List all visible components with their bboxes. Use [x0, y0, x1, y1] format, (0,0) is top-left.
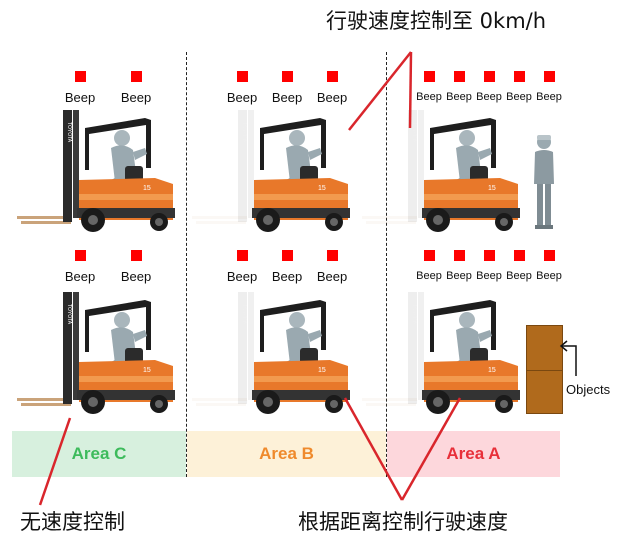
- pointer-caption-to-a: [408, 51, 413, 129]
- beep-label: Beep: [316, 269, 348, 284]
- beep-indicator: Beep: [439, 71, 479, 104]
- beep-indicator: Beep: [60, 71, 100, 105]
- forklift-graphic: TOYOTA 15: [17, 292, 175, 414]
- svg-text:TOYOTA: TOYOTA: [66, 304, 72, 325]
- beep-marker: [236, 250, 248, 261]
- beep-label: Beep: [446, 91, 472, 103]
- beep-marker: [453, 71, 465, 82]
- beep-marker: [423, 71, 435, 82]
- beep-indicator: Beep: [469, 250, 509, 283]
- pointer-distance-to-b: [343, 397, 404, 501]
- caption-speed-to-zero: 行驶速度控制至 0km/h: [326, 9, 547, 33]
- beep-indicator: Beep: [116, 250, 156, 284]
- beep-indicator: Beep: [267, 71, 307, 105]
- forklift-graphic: TOYOTA 15: [362, 110, 520, 232]
- beep-marker: [453, 250, 465, 261]
- divider-c-b: [186, 52, 187, 477]
- beep-label: Beep: [120, 90, 152, 105]
- caption-distance-speed-control: 根据距离控制行驶速度: [298, 510, 508, 534]
- object-box-bottom: [526, 370, 563, 414]
- area-c-bar: Area C: [12, 431, 186, 477]
- beep-marker: [543, 250, 555, 261]
- svg-text:TOYOTA: TOYOTA: [241, 304, 247, 325]
- svg-text:15: 15: [318, 185, 326, 192]
- pedestrian-figure: [534, 135, 554, 229]
- beep-label: Beep: [476, 270, 502, 282]
- beep-indicator: Beep: [222, 71, 262, 105]
- area-b-bar: Area B: [187, 431, 386, 477]
- svg-text:TOYOTA: TOYOTA: [66, 122, 72, 143]
- beep-indicator: Beep: [439, 250, 479, 283]
- beep-marker: [543, 71, 555, 82]
- beep-label: Beep: [64, 269, 96, 284]
- beep-label: Beep: [120, 269, 152, 284]
- beep-indicator: Beep: [312, 71, 352, 105]
- beep-marker: [281, 71, 293, 82]
- area-b-label: Area B: [259, 444, 314, 463]
- pointer-no-control: [38, 417, 72, 506]
- beep-label: Beep: [506, 91, 532, 103]
- beep-indicator: Beep: [409, 71, 449, 104]
- beep-label: Beep: [271, 90, 303, 105]
- beep-label: Beep: [536, 91, 562, 103]
- beep-indicator: Beep: [529, 71, 569, 104]
- svg-text:15: 15: [318, 367, 326, 374]
- caption-no-speed-control: 无速度控制: [20, 510, 125, 534]
- beep-indicator: Beep: [469, 71, 509, 104]
- beep-marker: [74, 71, 86, 82]
- objects-pointer-arrow: [559, 340, 577, 376]
- beep-label: Beep: [316, 90, 348, 105]
- beep-label: Beep: [416, 91, 442, 103]
- svg-text:TOYOTA: TOYOTA: [241, 122, 247, 143]
- beep-marker: [423, 250, 435, 261]
- objects-label: Objects: [566, 382, 611, 397]
- beep-marker: [130, 71, 142, 82]
- pointer-caption-to-b: [348, 51, 412, 131]
- beep-label: Beep: [536, 270, 562, 282]
- beep-marker: [326, 250, 338, 261]
- beep-indicator: Beep: [312, 250, 352, 284]
- area-a-label: Area A: [446, 444, 501, 463]
- beep-indicator: Beep: [60, 250, 100, 284]
- forklift-graphic: TOYOTA 15: [17, 110, 175, 232]
- beep-marker: [74, 250, 86, 261]
- beep-label: Beep: [476, 91, 502, 103]
- beep-marker: [130, 250, 142, 261]
- forklift-graphic: TOYOTA 15: [192, 292, 350, 414]
- svg-text:TOYOTA: TOYOTA: [411, 304, 417, 325]
- svg-text:15: 15: [143, 367, 151, 374]
- area-c-label: Area C: [71, 444, 127, 463]
- beep-marker: [513, 71, 525, 82]
- forklift-graphic: TOYOTA 15: [192, 110, 350, 232]
- beep-label: Beep: [226, 269, 258, 284]
- divider-b-a: [386, 52, 387, 477]
- beep-label: Beep: [446, 270, 472, 282]
- beep-marker: [513, 250, 525, 261]
- svg-text:15: 15: [143, 185, 151, 192]
- pointer-distance-to-a: [400, 397, 462, 501]
- beep-indicator: Beep: [409, 250, 449, 283]
- beep-label: Beep: [506, 270, 532, 282]
- svg-text:15: 15: [488, 185, 496, 192]
- beep-label: Beep: [226, 90, 258, 105]
- area-a-bar: Area A: [387, 431, 560, 477]
- beep-label: Beep: [416, 270, 442, 282]
- beep-label: Beep: [271, 269, 303, 284]
- beep-indicator: Beep: [267, 250, 307, 284]
- beep-indicator: Beep: [222, 250, 262, 284]
- beep-marker: [281, 250, 293, 261]
- beep-indicator: Beep: [499, 71, 539, 104]
- beep-marker: [483, 71, 495, 82]
- beep-marker: [326, 71, 338, 82]
- beep-marker: [483, 250, 495, 261]
- beep-marker: [236, 71, 248, 82]
- beep-indicator: Beep: [499, 250, 539, 283]
- forklift-graphic: TOYOTA 15: [362, 292, 520, 414]
- svg-text:TOYOTA: TOYOTA: [411, 122, 417, 143]
- beep-indicator: Beep: [529, 250, 569, 283]
- beep-label: Beep: [64, 90, 96, 105]
- svg-text:15: 15: [488, 367, 496, 374]
- beep-indicator: Beep: [116, 71, 156, 105]
